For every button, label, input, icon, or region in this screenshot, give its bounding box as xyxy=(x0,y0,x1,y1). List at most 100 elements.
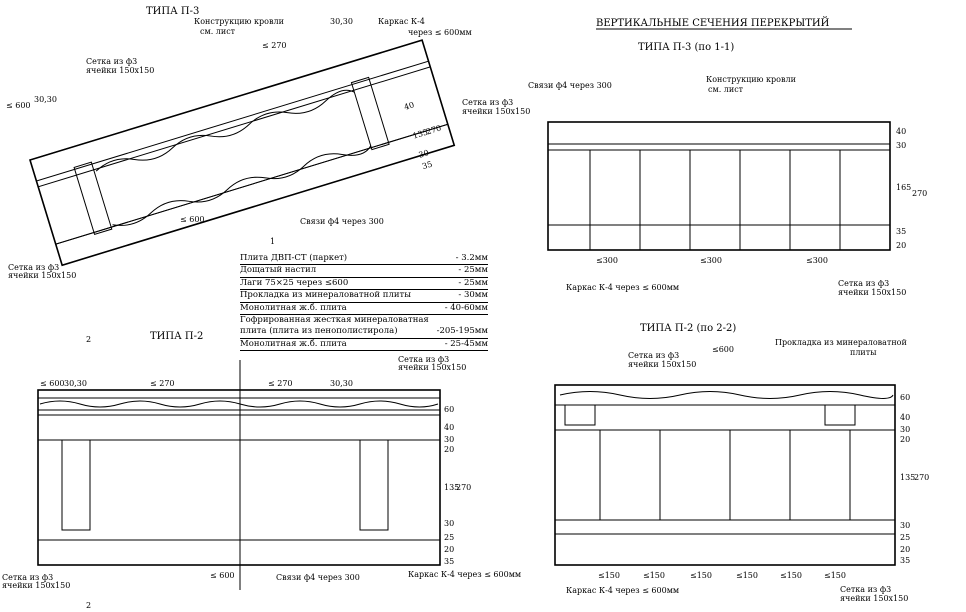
p2-dim-v: 270 xyxy=(456,483,471,492)
p2s-dim-150: ≤150 xyxy=(736,571,758,580)
p3r-dim: 270 xyxy=(425,123,442,136)
p2s-label-mesh: Сетка из ф3 xyxy=(628,351,679,360)
dim-270: ≤ 270 xyxy=(262,41,287,50)
p2-dim-v: 25 xyxy=(444,533,454,542)
label-roof: Конструкцию кровли xyxy=(194,17,284,26)
label-ties: Связи ф4 через 300 xyxy=(300,217,384,226)
legend-row: Гофрированная жесткая минераловатная xyxy=(240,315,429,326)
p2-label-mesh: Сетка из ф3 xyxy=(398,355,449,364)
p2-plan-title: ТИПА П-2 xyxy=(150,331,203,342)
cut-2-top: 2 xyxy=(86,335,91,344)
main-title: ВЕРТИКАЛЬНЫЕ СЕЧЕНИЯ ПЕРЕКРЫТИЙ xyxy=(596,17,830,29)
p2s-label-mesh-2: Сетка из ф3 xyxy=(840,585,891,594)
p3r-dim: 135 xyxy=(412,128,429,141)
p2s-dim-v: 135 xyxy=(900,473,915,482)
legend-row: Плита ДВП-СТ (паркет)- 3.2мм xyxy=(240,253,488,266)
p3s-label-mesh: Сетка из ф3 xyxy=(462,98,513,107)
p3s-label-ties: Связи ф4 через 300 xyxy=(528,81,612,90)
p2-label-mesh-2: Сетка из ф3 xyxy=(2,573,53,582)
p2-section-title: ТИПА П-2 (по 2-2) xyxy=(640,323,736,334)
p3s-label-frame: Каркас К-4 через ≤ 600мм xyxy=(566,283,679,292)
p2-dim-270: ≤ 270 xyxy=(150,379,175,388)
p2-label-mesh-cell-2: ячейки 150x150 xyxy=(2,581,70,590)
p2-dim-v: 30 xyxy=(444,519,454,528)
p3r-dim: 40 xyxy=(403,100,415,112)
legend-row: плита (плита из пенополистирола)-205-195… xyxy=(240,326,488,339)
p3s-dim-v: 20 xyxy=(896,241,906,250)
p2s-dim-150: ≤150 xyxy=(690,571,712,580)
p2s-dim-150: ≤150 xyxy=(780,571,802,580)
p2-dim-v: 20 xyxy=(444,445,454,454)
p2-dim-600: ≤ 600 xyxy=(40,379,65,388)
dim-3030b: 30,30 xyxy=(330,17,353,26)
legend-row: Монолитная ж.б. плита- 40-60мм xyxy=(240,303,488,316)
label-frame-k4: Каркас К-4 xyxy=(378,17,425,26)
p2-dim-v: 20 xyxy=(444,545,454,554)
p3r-dim: 30 xyxy=(418,148,430,160)
label-mesh-cell: ячейки 150x150 xyxy=(86,66,154,75)
p3-rotated-section xyxy=(29,39,456,267)
p3-section-title: ТИПА П-3 (по 1-1) xyxy=(638,42,734,53)
p2s-dim-v: 40 xyxy=(900,413,910,422)
p2-dim-270b: ≤ 270 xyxy=(268,379,293,388)
p2s-dim-v: 270 xyxy=(914,473,929,482)
label-frame-step: через ≤ 600мм xyxy=(408,28,472,37)
p2s-dim-150: ≤150 xyxy=(598,571,620,580)
dim-600: ≤ 600 xyxy=(6,101,31,110)
p3r-dim: 35 xyxy=(421,160,433,172)
p2-section-2-2 xyxy=(554,384,896,566)
p2-dim-v: 135 xyxy=(444,483,459,492)
p3s-label-mesh-cell: ячейки 150x150 xyxy=(462,107,530,116)
p2s-dim-150: ≤150 xyxy=(824,571,846,580)
p2-dim-3030: 30,30 xyxy=(64,379,87,388)
p2-dim-v: 35 xyxy=(444,557,454,566)
p3-section-1-1 xyxy=(547,121,891,251)
p3s-dim-v: 165 xyxy=(896,183,911,192)
p2-label-frame: Каркас К-4 через ≤ 600мм xyxy=(408,570,521,579)
p2-dim-3030b: 30,30 xyxy=(330,379,353,388)
label-mesh: Сетка из ф3 xyxy=(86,57,137,66)
p3s-label-mesh-cell-2: ячейки 150x150 xyxy=(838,288,906,297)
p2s-dim-150: ≤150 xyxy=(643,571,665,580)
p2-label-ties: Связи ф4 через 300 xyxy=(276,573,360,582)
p3s-label-mesh-2: Сетка из ф3 xyxy=(838,279,889,288)
p2s-label-mesh-cell-2: ячейки 150x150 xyxy=(840,594,908,603)
label-see-sheet: см. лист xyxy=(200,27,236,36)
p3s-dim-300: ≤300 xyxy=(596,256,618,265)
p2-dim-v: 30 xyxy=(444,435,454,444)
p2-plan-section xyxy=(37,360,441,590)
p2s-dim-v: 30 xyxy=(900,425,910,434)
p3s-dim-v: 30 xyxy=(896,141,906,150)
p3s-dim-v: 270 xyxy=(912,189,927,198)
p2s-dim-v: 20 xyxy=(900,435,910,444)
legend-row: Дощатый настил- 25мм xyxy=(240,265,488,278)
p3s-dim-v: 40 xyxy=(896,127,906,136)
p2s-label-pad2: плиты xyxy=(850,348,877,357)
p2s-label-frame: Каркас К-4 через ≤ 600мм xyxy=(566,586,679,595)
p3s-dim-v: 35 xyxy=(896,227,906,236)
p2s-label-mesh-cell: ячейки 150x150 xyxy=(628,360,696,369)
legend-row: Лаги 75×25 через ≤600- 25мм xyxy=(240,278,488,291)
dim-3030: 30,30 xyxy=(34,95,57,104)
p2s-dim-v: 35 xyxy=(900,556,910,565)
p2s-label-pad: Прокладка из минераловатной xyxy=(775,338,907,347)
cut-1-mark: 1 xyxy=(270,237,275,246)
p3s-label-roof: Конструкцию кровли xyxy=(706,75,796,84)
p2-dim-v: 40 xyxy=(444,423,454,432)
p2s-dim-v: 30 xyxy=(900,521,910,530)
p3s-label-see-sheet: см. лист xyxy=(708,85,744,94)
p3s-dim-300c: ≤300 xyxy=(806,256,828,265)
p2s-dim-600: ≤600 xyxy=(712,345,734,354)
p2s-dim-v: 20 xyxy=(900,545,910,554)
legend-row: Монолитная ж.б. плита- 25-45мм xyxy=(240,339,488,352)
label-mesh-cell-2: ячейки 150x150 xyxy=(8,271,76,280)
cut-2-bottom: 2 xyxy=(86,601,91,610)
p2s-dim-v: 60 xyxy=(900,393,910,402)
p3s-dim-300b: ≤300 xyxy=(700,256,722,265)
dim-600b: ≤ 600 xyxy=(180,215,205,224)
p2-dim-v: 60 xyxy=(444,405,454,414)
p3-plan-title: ТИПА П-3 xyxy=(146,6,199,17)
p2-dim-600-bottom: ≤ 600 xyxy=(210,571,235,580)
layers-legend: Плита ДВП-СТ (паркет)- 3.2мм Дощатый нас… xyxy=(240,253,488,352)
